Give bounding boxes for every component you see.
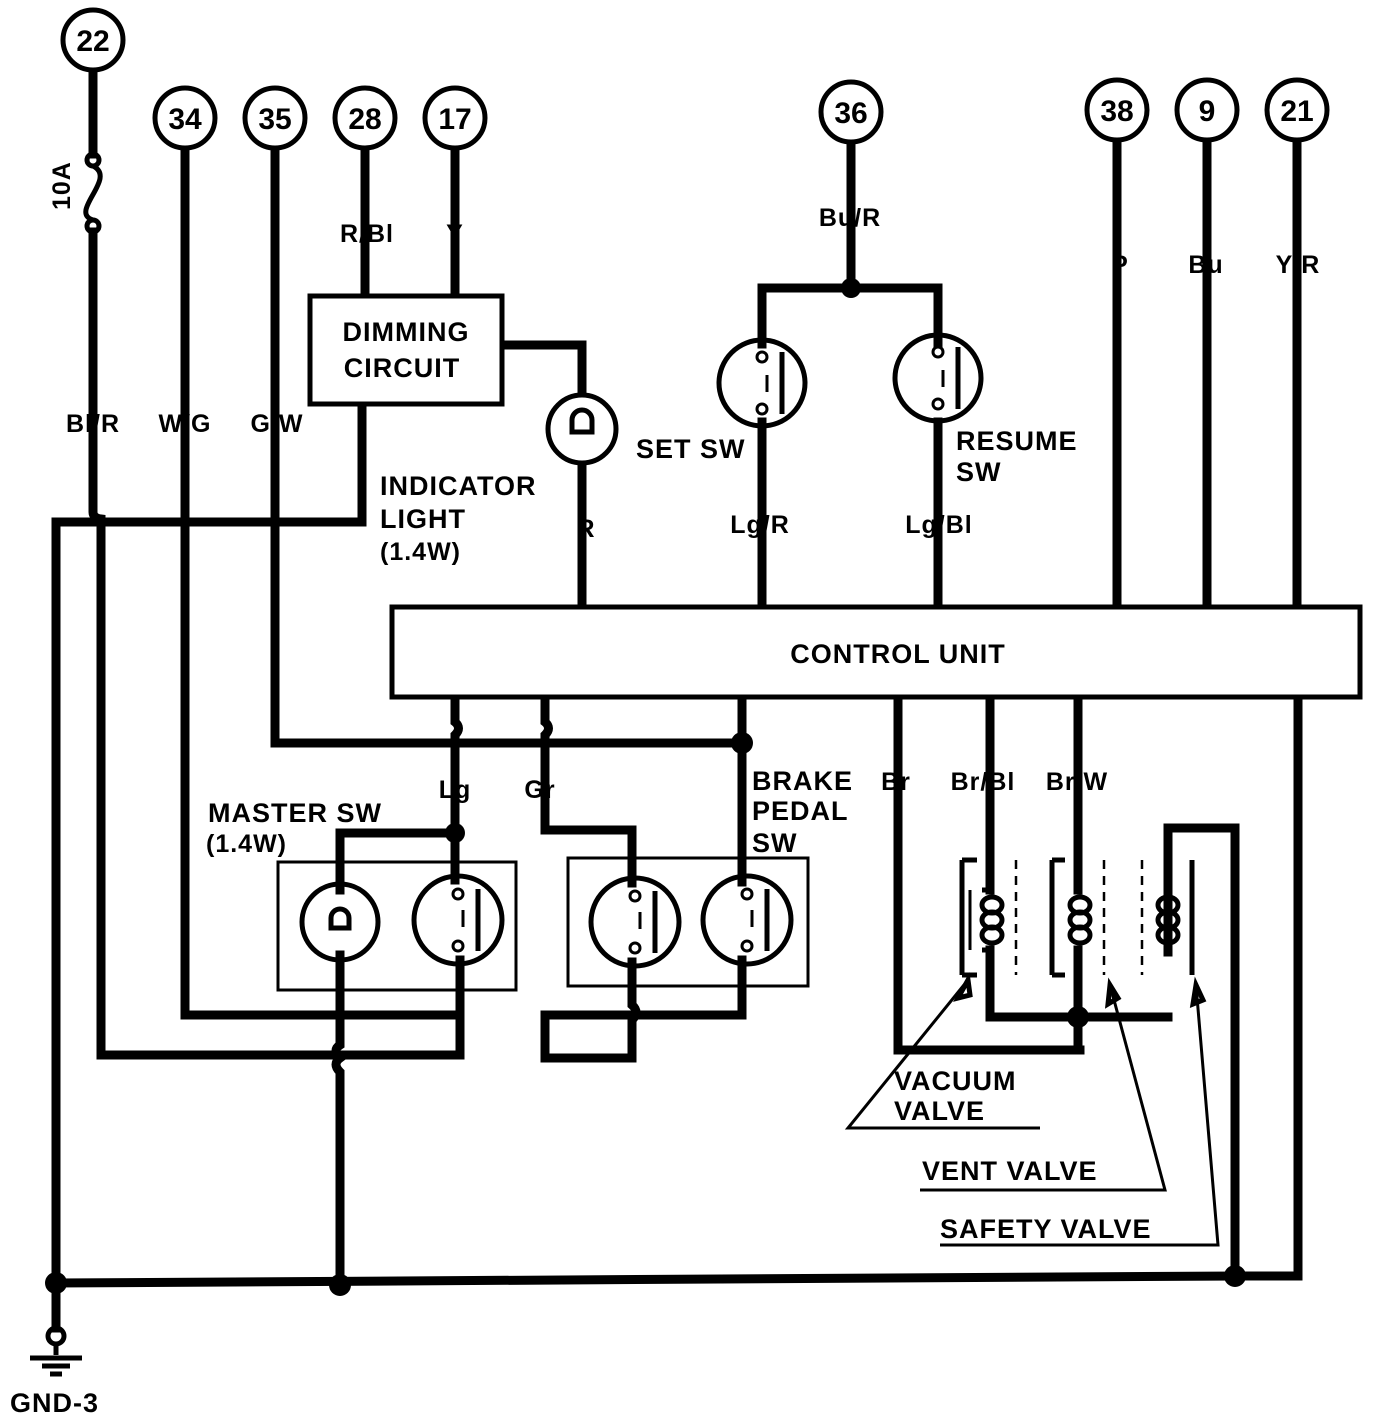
- svg-text:Y/R: Y/R: [1276, 251, 1321, 279]
- svg-text:CIRCUIT: CIRCUIT: [344, 353, 461, 383]
- svg-text:SW: SW: [752, 828, 798, 858]
- svg-text:10A: 10A: [48, 161, 76, 210]
- svg-text:38: 38: [1100, 95, 1133, 128]
- resume-switch-icon: [892, 332, 984, 424]
- svg-text:LIGHT: LIGHT: [380, 504, 466, 534]
- svg-text:SW: SW: [956, 457, 1002, 487]
- indicator-light-icon: [545, 392, 619, 466]
- control-unit: CONTROL UNIT: [389, 604, 1363, 700]
- vacuum-valve-coil: [959, 857, 1018, 978]
- terminal-17: 17: [422, 85, 488, 151]
- wire-color-labels: Bl/R W/G G/W R/Bl Y Bu/R P Bu Y/R R Lg/R…: [66, 204, 1321, 804]
- svg-text:R: R: [576, 515, 595, 543]
- terminal-9: 9: [1174, 77, 1240, 143]
- svg-text:W/G: W/G: [159, 410, 212, 438]
- safety-valve-coil: [1140, 860, 1195, 975]
- svg-text:22: 22: [76, 25, 109, 58]
- svg-text:G/W: G/W: [251, 410, 304, 438]
- svg-text:CONTROL UNIT: CONTROL UNIT: [790, 639, 1006, 669]
- svg-text:9: 9: [1199, 95, 1216, 128]
- svg-text:Br/Bl: Br/Bl: [951, 768, 1016, 796]
- svg-text:INDICATOR: INDICATOR: [380, 471, 537, 501]
- svg-text:PEDAL: PEDAL: [752, 796, 849, 826]
- svg-text:SET SW: SET SW: [636, 434, 746, 464]
- svg-text:VENT VALVE: VENT VALVE: [922, 1156, 1098, 1186]
- svg-text:28: 28: [348, 103, 381, 136]
- terminal-21: 21: [1264, 77, 1330, 143]
- svg-text:VACUUM: VACUUM: [894, 1066, 1017, 1096]
- junction-dots: [45, 278, 1246, 1296]
- terminal-38: 38: [1084, 77, 1150, 143]
- svg-text:P: P: [1111, 251, 1129, 279]
- wires: [51, 67, 1303, 1333]
- svg-text:(1.4W): (1.4W): [380, 538, 461, 566]
- svg-text:17: 17: [438, 103, 471, 136]
- svg-text:Lg/Bl: Lg/Bl: [905, 511, 973, 539]
- svg-text:DIMMING: DIMMING: [343, 317, 470, 347]
- fuse-icon: 10A: [48, 151, 103, 235]
- svg-text:Lg: Lg: [439, 776, 472, 804]
- dimming-circuit: DIMMING CIRCUIT: [307, 293, 505, 407]
- terminal-22: 22: [60, 7, 126, 73]
- set-switch-icon: [716, 337, 808, 429]
- terminal-35: 35: [242, 85, 308, 151]
- terminal-34: 34: [152, 85, 218, 151]
- svg-text:Gr: Gr: [524, 776, 555, 804]
- component-labels: INDICATOR LIGHT (1.4W) SET SW RESUME SW …: [206, 426, 1152, 1244]
- terminal-28: 28: [332, 85, 398, 151]
- svg-text:35: 35: [258, 103, 291, 136]
- svg-text:RESUME: RESUME: [956, 426, 1078, 456]
- vent-valve-coil: [1049, 857, 1106, 978]
- ground-icon: GND-3: [10, 1325, 99, 1418]
- svg-text:Br: Br: [881, 768, 911, 796]
- svg-text:R/Bl: R/Bl: [340, 220, 394, 248]
- brake-pedal-switch: [566, 856, 810, 988]
- svg-text:Lg/R: Lg/R: [730, 511, 790, 539]
- svg-text:Bu/R: Bu/R: [819, 204, 881, 232]
- svg-text:(1.4W): (1.4W): [206, 830, 287, 858]
- svg-text:34: 34: [168, 103, 202, 136]
- terminal-36: 36: [818, 79, 884, 145]
- svg-text:36: 36: [834, 97, 867, 130]
- svg-text:Br/W: Br/W: [1046, 768, 1108, 796]
- svg-text:21: 21: [1280, 95, 1313, 128]
- svg-text:Bu: Bu: [1188, 251, 1223, 279]
- svg-text:Y: Y: [446, 220, 464, 248]
- svg-text:Bl/R: Bl/R: [66, 410, 120, 438]
- svg-text:GND-3: GND-3: [10, 1388, 99, 1418]
- svg-text:SAFETY VALVE: SAFETY VALVE: [940, 1214, 1152, 1244]
- valve-leader-lines: [844, 972, 1220, 1247]
- svg-text:VALVE: VALVE: [894, 1096, 985, 1126]
- svg-text:BRAKE: BRAKE: [752, 766, 853, 796]
- master-switch: [276, 860, 518, 992]
- svg-text:MASTER SW: MASTER SW: [208, 798, 382, 828]
